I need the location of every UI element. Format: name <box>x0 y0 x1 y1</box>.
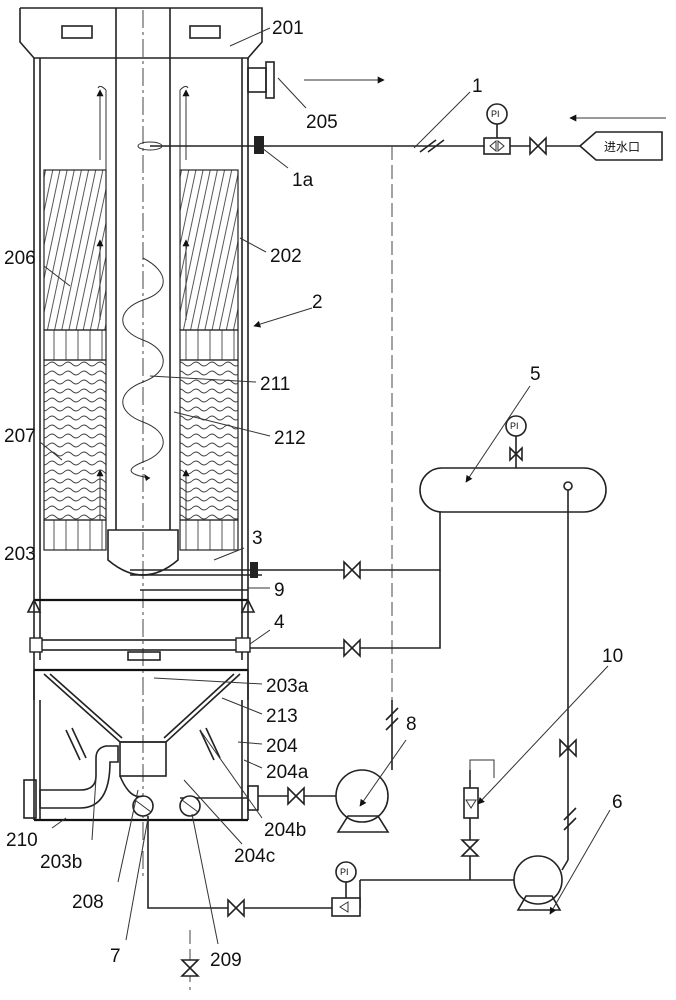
label-6: 6 <box>612 792 623 813</box>
gauge-label-feed: PI <box>491 109 500 119</box>
gauge-label-tank: PI <box>510 421 519 431</box>
label-3: 3 <box>252 528 263 549</box>
label-9: 9 <box>274 580 285 601</box>
label-2: 2 <box>312 292 323 313</box>
label-1a: 1a <box>292 170 314 191</box>
reactor-vessel <box>19 7 275 880</box>
flow-arrows <box>304 76 666 122</box>
label-209: 209 <box>210 950 242 971</box>
component-labels: 201 205 1 1a 202 206 2 211 212 207 5 203… <box>4 18 640 971</box>
label-204: 204 <box>266 736 298 757</box>
label-204b: 204b <box>264 820 306 841</box>
label-204c: 204c <box>234 846 275 867</box>
label-204a: 204a <box>266 762 309 783</box>
leader-lines <box>39 27 611 945</box>
gauge-label-circ: PI <box>340 867 349 877</box>
piping <box>147 103 663 990</box>
label-202: 202 <box>270 246 302 267</box>
label-203b: 203b <box>40 852 82 873</box>
label-207: 207 <box>4 426 36 447</box>
inlet-label: 进水口 <box>604 140 640 154</box>
label-206: 206 <box>4 248 36 269</box>
label-10: 10 <box>602 646 623 667</box>
label-210: 210 <box>6 830 38 851</box>
label-203: 203 <box>4 544 36 565</box>
label-213: 213 <box>266 706 298 727</box>
label-8: 8 <box>406 714 417 735</box>
label-201: 201 <box>272 18 304 39</box>
label-5: 5 <box>530 364 541 385</box>
label-1: 1 <box>472 76 483 97</box>
label-205: 205 <box>306 112 338 133</box>
label-211: 211 <box>260 374 290 395</box>
label-7: 7 <box>110 946 121 967</box>
label-208: 208 <box>72 892 104 913</box>
label-212: 212 <box>274 428 306 449</box>
label-203a: 203a <box>266 676 309 697</box>
label-4: 4 <box>274 612 285 633</box>
